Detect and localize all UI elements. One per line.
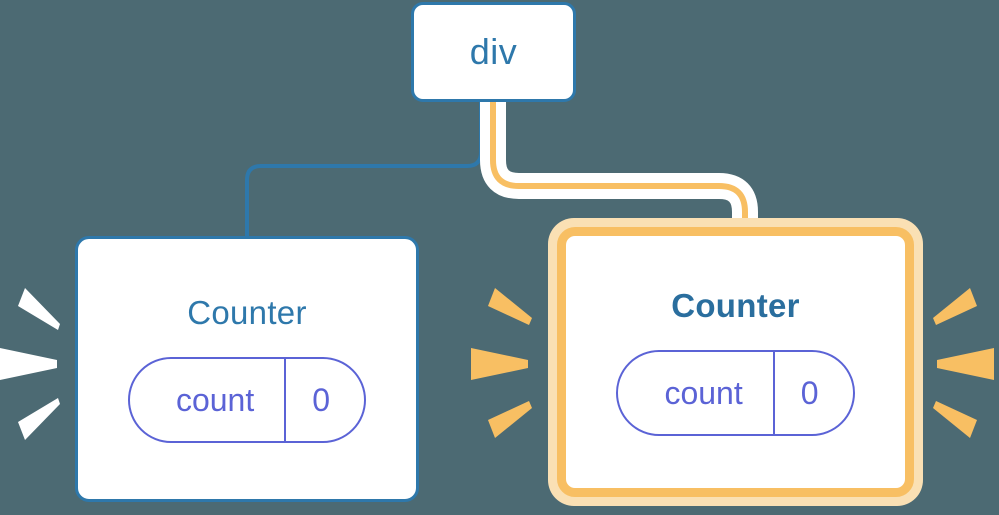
node-div-label: div: [469, 31, 518, 72]
node-counter-left-body: Counter count 0: [78, 239, 416, 499]
node-counter-left[interactable]: Counter count 0: [75, 236, 419, 502]
burst-ray-middle: [471, 348, 528, 380]
state-pill-right-key: count: [664, 374, 743, 411]
burst-ray-lower: [18, 398, 60, 440]
node-counter-right-title: Counter: [671, 286, 800, 324]
node-counter-left-title: Counter: [187, 293, 307, 331]
burst-ray-middle: [0, 348, 57, 380]
node-counter-right[interactable]: Counter count 0: [548, 218, 923, 506]
burst-ray-lower: [488, 401, 532, 438]
burst-ray-lower: [933, 401, 977, 438]
state-pill-left-key: count: [175, 381, 255, 418]
state-pill-right-value: 0: [772, 351, 853, 434]
burst-left-of-left-counter: [0, 288, 60, 440]
burst-right-of-left-counter: [471, 288, 532, 438]
burst-ray-upper: [488, 288, 532, 325]
node-counter-right-highlight-ring: Counter count 0: [557, 227, 914, 497]
node-div[interactable]: div: [411, 2, 576, 102]
burst-ray-upper: [18, 288, 60, 330]
state-pill-right[interactable]: count 0: [616, 349, 855, 436]
node-counter-right-body: Counter count 0: [566, 236, 905, 488]
burst-right-of-right-counter: [933, 288, 994, 438]
burst-ray-upper: [933, 288, 977, 325]
wire-div-to-left-counter: [245, 101, 483, 238]
state-pill-left[interactable]: count 0: [127, 356, 367, 443]
state-pill-left-value: 0: [284, 358, 364, 441]
burst-ray-middle: [937, 348, 994, 380]
